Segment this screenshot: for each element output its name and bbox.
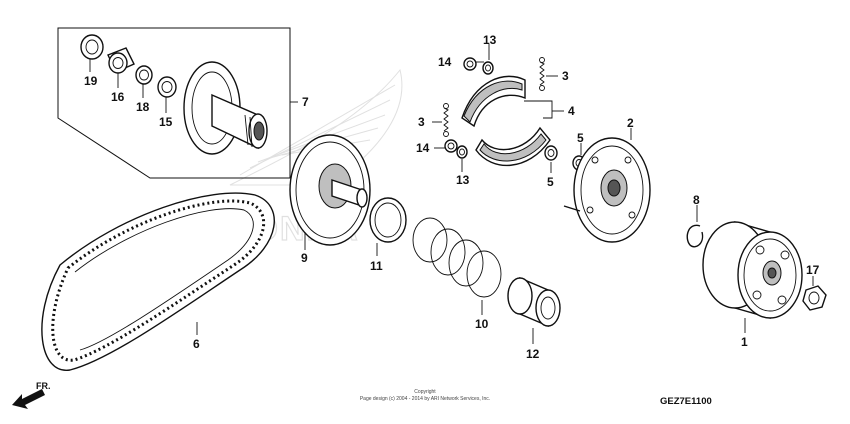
callout-14-upper: 14	[438, 55, 452, 69]
callout-13-lower: 13	[456, 173, 470, 187]
circlip-8	[686, 224, 704, 248]
callout-9: 9	[301, 251, 308, 265]
nut-14-upper	[463, 57, 477, 71]
collar-18	[135, 65, 153, 85]
callout-12: 12	[526, 347, 540, 361]
driven-face-7	[183, 61, 268, 155]
callout-6: 6	[193, 337, 200, 351]
copyright-notice: Copyright Page design (c) 2004 - 2014 by…	[360, 389, 490, 402]
callout-labels: 19 16 18 15 7 14 13 3 4 3 14 13 2 5 5 9 …	[84, 33, 820, 361]
diagram-code: GEZ7E1100	[660, 396, 712, 407]
clutch-outer-1	[702, 221, 803, 319]
leader-lines	[89, 44, 814, 344]
front-direction-label: FR.	[36, 381, 51, 391]
copyright-line-2: Page design (c) 2004 - 2014 by ARI Netwo…	[360, 396, 490, 402]
needle-bearing-16	[107, 47, 135, 74]
callout-4: 4	[568, 104, 575, 118]
washer-13-lower	[456, 145, 468, 159]
front-direction-arrow: FR.	[12, 381, 51, 409]
oil-seal-19	[80, 34, 104, 60]
spring-3-lower	[443, 103, 449, 137]
drive-belt-6	[41, 192, 275, 371]
callout-8: 8	[693, 193, 700, 207]
callout-10: 10	[475, 317, 489, 331]
collar-12	[507, 276, 561, 328]
drive-pulley-inset	[57, 27, 291, 179]
callout-2: 2	[627, 116, 634, 130]
callout-13-upper: 13	[483, 33, 497, 47]
copyright-line-1: Copyright	[414, 389, 436, 395]
spring-3-upper	[539, 57, 545, 91]
nut-17	[802, 285, 827, 311]
seat-ring-11	[369, 197, 407, 243]
washer-13-upper	[482, 61, 494, 75]
nut-14-lower	[444, 139, 458, 153]
spring-10	[412, 217, 502, 298]
callout-5-lower: 5	[547, 175, 554, 189]
callout-3-lower: 3	[418, 115, 425, 129]
callout-11: 11	[370, 259, 383, 273]
driven-pulley-9	[289, 134, 371, 246]
callout-5-upper: 5	[577, 131, 584, 145]
callout-14-lower: 14	[416, 141, 430, 155]
callout-1: 1	[741, 335, 748, 349]
clutch-shoe-upper	[461, 75, 526, 128]
callout-16: 16	[111, 90, 125, 104]
callout-18: 18	[136, 100, 150, 114]
nut-5-left	[544, 145, 558, 161]
drive-plate-2	[563, 137, 651, 243]
callout-19: 19	[84, 74, 98, 88]
callout-7: 7	[302, 95, 309, 109]
callout-17: 17	[806, 263, 820, 277]
clutch-shoe-lower	[475, 126, 551, 167]
callout-3-upper: 3	[562, 69, 569, 83]
bearing-15	[157, 76, 177, 98]
callout-15: 15	[159, 115, 173, 129]
